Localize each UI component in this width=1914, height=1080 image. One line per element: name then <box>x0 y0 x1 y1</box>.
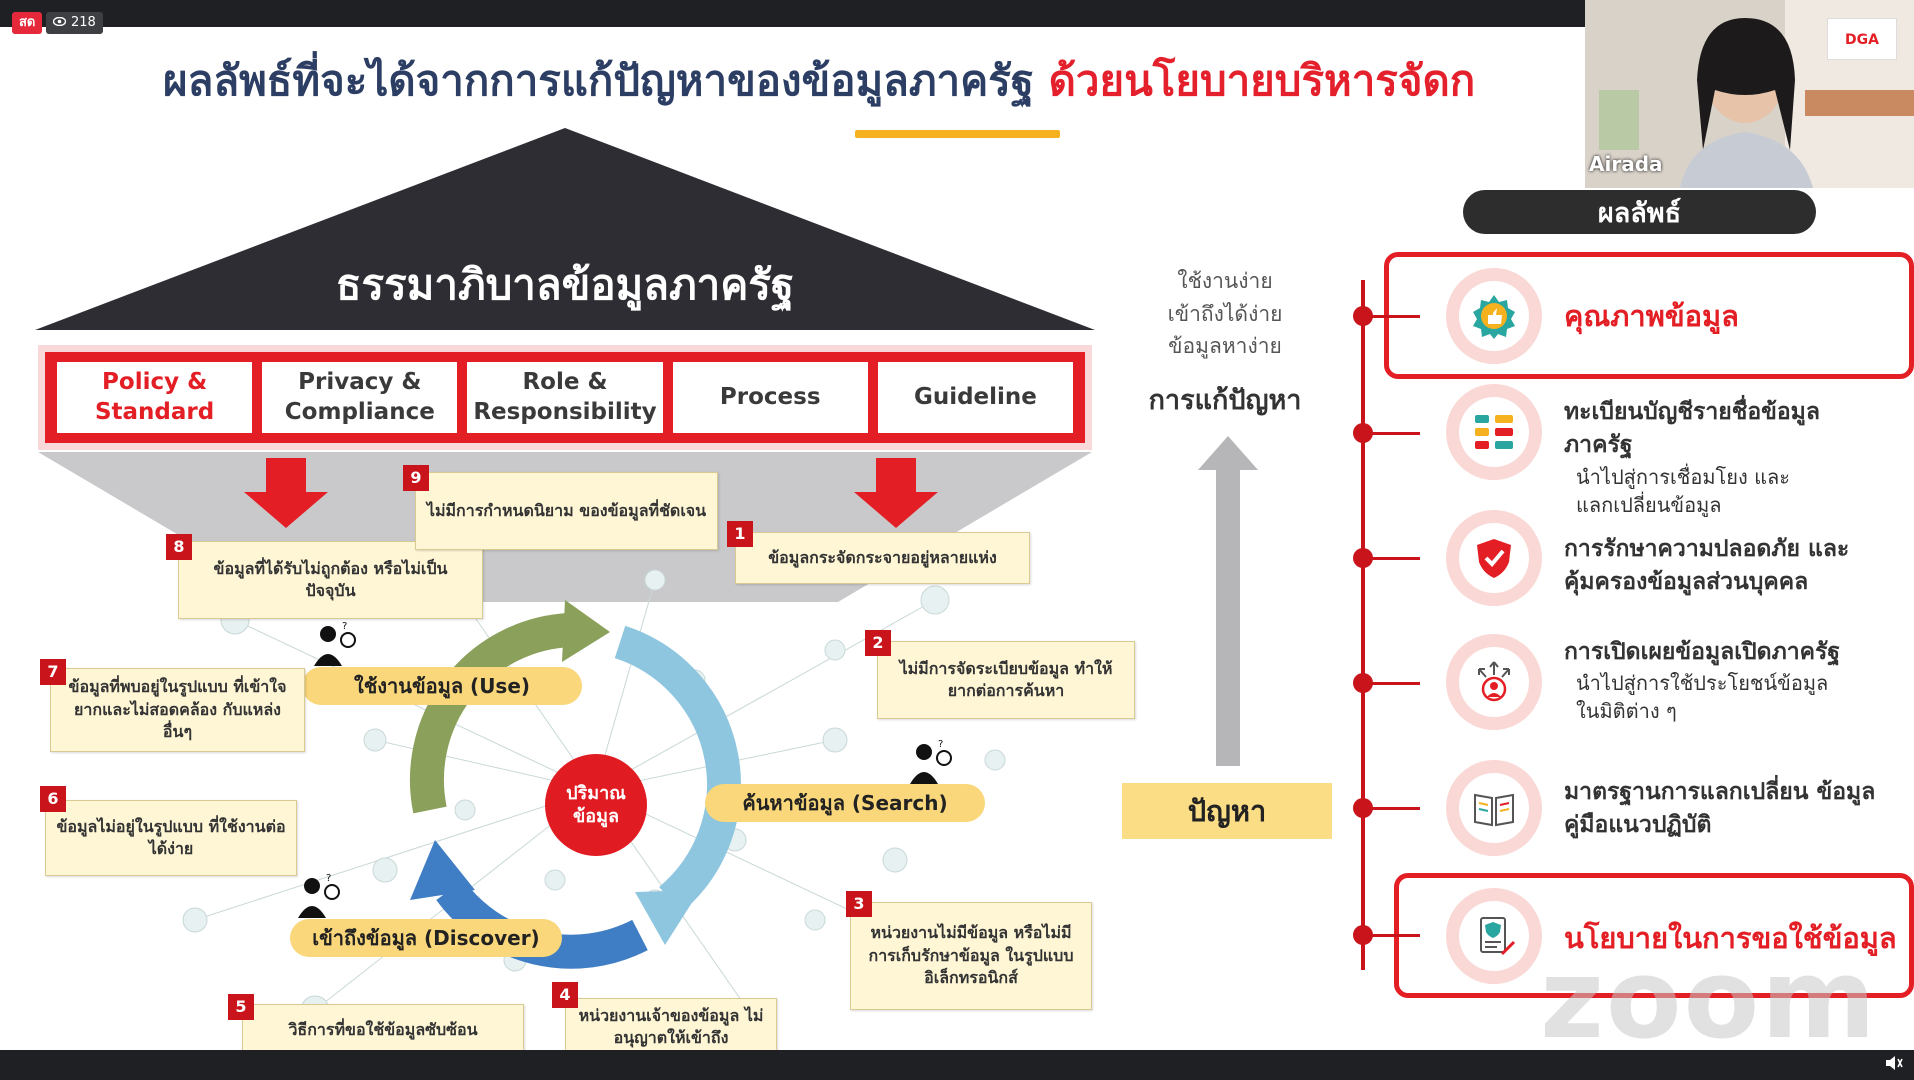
confused-person-icon: ? <box>908 738 956 795</box>
list-registry-icon <box>1459 397 1529 467</box>
callout-4: หน่วยงานเจ้าของข้อมูล ไม่อนุญาตให้เข้าถึ… <box>565 998 777 1056</box>
timeline-tick <box>1370 807 1420 810</box>
confused-person-icon: ? <box>312 620 360 677</box>
pillar-role-responsibility: Role & Responsibility <box>467 362 663 433</box>
callout-5: วิธีการที่ขอใช้ข้อมูลซับซ้อน <box>242 1004 524 1056</box>
results-timeline <box>1361 280 1365 970</box>
dga-logo: DGA <box>1827 18 1897 60</box>
benefit-easy-use: ใช้งานง่าย <box>1177 269 1273 293</box>
result-icon-4 <box>1446 634 1542 730</box>
timeline-dot <box>1353 423 1373 443</box>
slide-title-main: ผลลัพธ์ที่จะได้จากการแก้ปัญหาของข้อมูลภา… <box>163 56 1034 105</box>
callout-number-4: 4 <box>552 982 578 1008</box>
confused-person-icon: ? <box>296 872 344 929</box>
up-arrow <box>1198 436 1258 766</box>
timeline-tick <box>1370 557 1420 560</box>
callout-number-8: 8 <box>166 534 192 560</box>
callout-2: ไม่มีการจัดระเบียบข้อมูล ทำให้ยากต่อการค… <box>877 641 1135 719</box>
title-underline <box>855 130 1060 138</box>
solve-label: การแก้ปัญหา <box>1148 385 1302 416</box>
open-data-person-icon <box>1459 647 1529 717</box>
result-text-2: ทะเบียนบัญชีรายชื่อข้อมูล ภาครัฐ นำไปสู่… <box>1564 396 1864 519</box>
benefit-easy-find: ข้อมูลหาง่าย <box>1168 334 1282 359</box>
callout-number-9: 9 <box>403 465 429 491</box>
svg-text:?: ? <box>938 739 943 750</box>
result-icon-2 <box>1446 384 1542 480</box>
eye-icon <box>52 12 67 34</box>
book-manual-icon <box>1459 773 1529 843</box>
callout-8: ข้อมูลที่ได้รับไม่ถูกต้อง หรือไม่เป็นปัจ… <box>178 541 483 619</box>
timeline-tick <box>1370 934 1420 937</box>
callout-1: ข้อมูลกระจัดกระจายอยู่หลายแห่ง <box>735 532 1030 584</box>
callout-number-5: 5 <box>228 994 254 1020</box>
stage-use: ใช้งานข้อมูล (Use) <box>302 667 582 705</box>
result-icon-6 <box>1446 888 1542 984</box>
timeline-tick <box>1370 682 1420 685</box>
pillar-privacy-compliance: Privacy & Compliance <box>262 362 458 433</box>
result-sub-4: นำไปสู่การใช้ประโยชน์ข้อมูล ในมิติต่าง ๆ <box>1576 671 1829 724</box>
benefit-easy-access: เข้าถึงได้ง่าย <box>1167 301 1283 326</box>
callout-number-2: 2 <box>865 630 891 656</box>
result-title-4: การเปิดเผยข้อมูลเปิดภาครัฐ <box>1564 639 1841 665</box>
solution-benefits: ใช้งานง่าย เข้าถึงได้ง่าย ข้อมูลหาง่าย <box>1140 265 1310 363</box>
timeline-dot <box>1353 306 1373 326</box>
svg-text:?: ? <box>326 873 331 884</box>
timeline-dot <box>1353 925 1373 945</box>
participant-name: Airada <box>1589 152 1663 176</box>
result-title-2: ทะเบียนบัญชีรายชื่อข้อมูล ภาครัฐ <box>1564 399 1820 459</box>
live-badge: สด <box>12 12 43 34</box>
result-text-4: การเปิดเผยข้อมูลเปิดภาครัฐ นำไปสู่การใช้… <box>1564 636 1854 725</box>
viewer-count-badge: 218 <box>46 12 103 34</box>
timeline-dot <box>1353 548 1373 568</box>
callout-number-1: 1 <box>727 521 753 547</box>
result-title-6: นโยบายในการขอใช้ข้อมูล <box>1564 921 1897 955</box>
result-icon-1 <box>1446 268 1542 364</box>
result-title-1: คุณภาพข้อมูล <box>1564 299 1739 333</box>
callout-7: ข้อมูลที่พบอยู่ในรูปแบบ ที่เข้าใจยากและไ… <box>50 668 305 752</box>
stage-search: ค้นหาข้อมูล (Search) <box>705 784 985 822</box>
callout-number-6: 6 <box>40 786 66 812</box>
timeline-tick <box>1370 315 1420 318</box>
callout-number-7: 7 <box>40 659 66 685</box>
pillar-policy-standard: Policy & Standard <box>57 362 253 433</box>
slide-title: ผลลัพธ์ที่จะได้จากการแก้ปัญหาของข้อมูลภา… <box>163 48 1475 114</box>
svg-text:?: ? <box>342 621 347 632</box>
timeline-dot <box>1353 798 1373 818</box>
zoom-watermark: zoom <box>1540 935 1878 1063</box>
viewer-count: 218 <box>71 15 96 30</box>
governance-roof <box>35 128 1095 330</box>
timeline-dot <box>1353 673 1373 693</box>
roof-label: ธรรมาภิบาลข้อมูลภาครัฐ <box>335 260 795 309</box>
callout-3: หน่วยงานไม่มีข้อมูล หรือไม่มีการเก็บรักษ… <box>850 902 1092 1010</box>
callout-6: ข้อมูลไม่อยู่ในรูปแบบ ที่ใช้งานต่อได้ง่า… <box>45 800 297 876</box>
bottom-bar <box>0 1050 1914 1080</box>
results-header: ผลลัพธ์ <box>1463 190 1816 234</box>
timeline-tick <box>1370 432 1420 435</box>
callout-9: ไม่มีการกำหนดนิยาม ของข้อมูลที่ชัดเจน <box>415 472 718 550</box>
callout-number-3: 3 <box>846 891 872 917</box>
result-icon-3 <box>1446 510 1542 606</box>
data-volume-center: ปริมาณ ข้อมูล <box>545 754 647 856</box>
slide-title-red: ด้วยนโยบายบริหารจัดก <box>1048 56 1476 105</box>
problem-label: ปัญหา <box>1122 783 1332 839</box>
result-title-5: มาตรฐานการแลกเปลี่ยน ข้อมูล คู่มือแนวปฏิ… <box>1564 779 1876 839</box>
speaker-icon[interactable] <box>1884 1054 1904 1077</box>
result-sub-2: นำไปสู่การเชื่อมโยง และแลกเปลี่ยนข้อมูล <box>1576 464 1791 517</box>
pillars-row: Policy & Standard Privacy & Compliance R… <box>38 345 1092 450</box>
pillar-process: Process <box>672 362 868 433</box>
result-icon-5 <box>1446 760 1542 856</box>
thumbs-up-badge-icon <box>1459 281 1529 351</box>
result-title-3: การรักษาความปลอดภัย และคุ้มครองข้อมูลส่ว… <box>1564 536 1850 596</box>
policy-document-icon <box>1459 901 1529 971</box>
stage-discover: เข้าถึงข้อมูล (Discover) <box>290 919 562 957</box>
shield-check-icon <box>1459 523 1529 593</box>
pillar-guideline: Guideline <box>877 362 1074 433</box>
